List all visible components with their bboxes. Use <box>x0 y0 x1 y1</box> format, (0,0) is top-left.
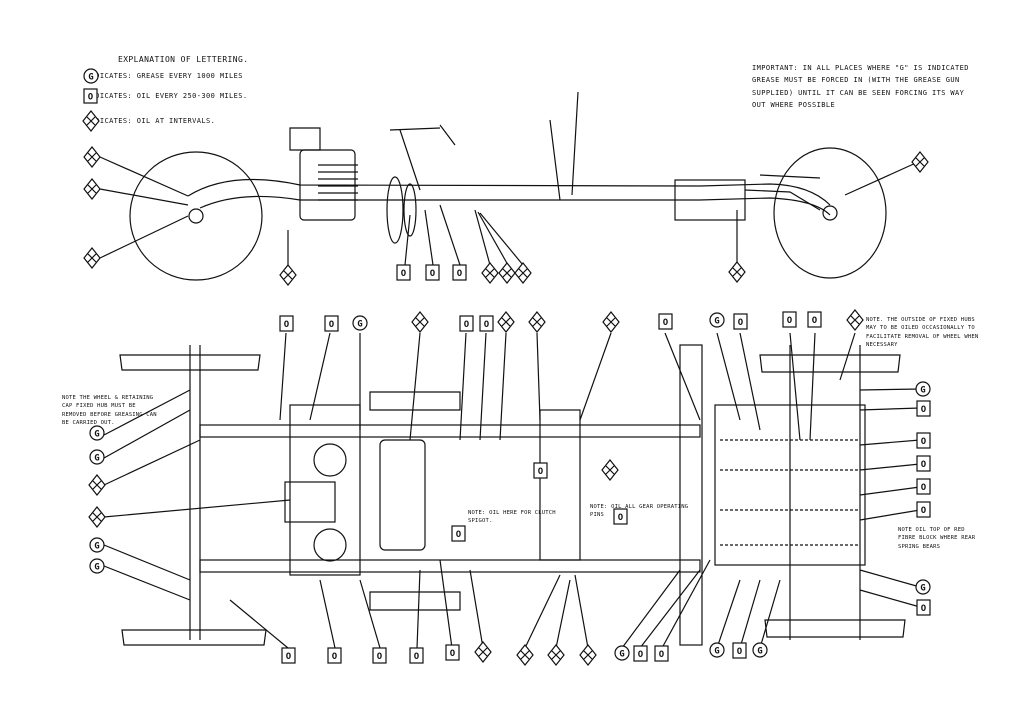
svg-text:O: O <box>659 650 665 660</box>
legend-oil-text: INDICATES: OIL EVERY 250-300 MILES. <box>86 92 248 100</box>
svg-text:O: O <box>401 269 407 279</box>
svg-text:O: O <box>787 316 793 326</box>
note-front-wheel: NOTE THE WHEEL & RETAINING CAP FIXED HUB… <box>62 395 157 426</box>
svg-text:O: O <box>377 652 383 662</box>
note-clutch-spigot: NOTE: OIL HERE FOR CLUTCH SPIGOT. <box>468 510 556 525</box>
svg-text:G: G <box>619 650 624 660</box>
note-spring: NOTE OIL TOP OF RED FIBRE BLOCK WHERE RE… <box>898 527 976 550</box>
svg-text:O: O <box>450 649 456 659</box>
svg-text:O: O <box>464 320 470 330</box>
svg-text:O: O <box>921 437 927 447</box>
svg-text:O: O <box>737 647 743 657</box>
svg-text:O: O <box>414 652 420 662</box>
svg-text:G: G <box>94 454 99 464</box>
rear-crossmember <box>679 344 703 646</box>
frame-rail-lower <box>199 559 701 573</box>
svg-text:O: O <box>286 652 292 662</box>
svg-text:O: O <box>738 318 744 328</box>
legend-grease-symbol <box>83 68 99 84</box>
svg-text:G: G <box>714 317 719 327</box>
frame-rail-upper <box>199 424 701 438</box>
svg-text:O: O <box>618 513 624 523</box>
svg-text:O: O <box>456 530 462 540</box>
svg-text:G: G <box>94 542 99 552</box>
svg-text:O: O <box>88 93 94 103</box>
rear-wheel-side <box>773 147 887 279</box>
rear-wheel-bottom <box>764 619 906 638</box>
svg-text:G: G <box>88 73 93 83</box>
svg-text:G: G <box>920 386 925 396</box>
rear-wheel-top <box>759 354 901 373</box>
important-note: IMPORTANT: IN ALL PLACES WHERE "G" IS IN… <box>752 64 969 109</box>
front-wheel-side <box>129 151 263 281</box>
note-gear-pins: NOTE: OIL ALL GEAR OPERATING PINS <box>590 504 689 519</box>
svg-text:O: O <box>921 604 927 614</box>
svg-text:G: G <box>94 430 99 440</box>
plan-view <box>103 332 921 649</box>
svg-text:G: G <box>357 320 362 330</box>
front-wheel-bottom <box>121 629 267 646</box>
svg-text:O: O <box>484 320 490 330</box>
svg-text:O: O <box>284 320 290 330</box>
legend-oil-intervals-text: INDICATES: OIL AT INTERVALS. <box>86 117 216 125</box>
legend-oil-symbol <box>83 88 98 104</box>
side-elevation <box>99 91 919 281</box>
svg-text:O: O <box>812 316 818 326</box>
svg-text:G: G <box>714 647 719 657</box>
lubrication-symbols: G O <box>82 68 931 666</box>
svg-text:G: G <box>920 584 925 594</box>
svg-text:O: O <box>329 320 335 330</box>
legend-title: EXPLANATION OF LETTERING. <box>118 55 249 64</box>
front-wheel-top <box>119 354 261 371</box>
note-rear-hubs: NOTE. THE OUTSIDE OF FIXED HUBS MAY TO B… <box>866 317 979 348</box>
svg-text:O: O <box>921 483 927 493</box>
svg-text:O: O <box>921 405 927 415</box>
legend-grease-text: INDICATES: GREASE EVERY 1000 MILES <box>86 72 243 80</box>
svg-text:O: O <box>663 318 669 328</box>
svg-text:G: G <box>757 647 762 657</box>
svg-text:O: O <box>332 652 338 662</box>
svg-text:O: O <box>921 506 927 516</box>
svg-text:G: G <box>94 563 99 573</box>
svg-text:O: O <box>430 269 436 279</box>
svg-text:O: O <box>921 460 927 470</box>
svg-text:O: O <box>538 467 544 477</box>
svg-text:O: O <box>457 269 463 279</box>
svg-text:O: O <box>638 650 644 660</box>
